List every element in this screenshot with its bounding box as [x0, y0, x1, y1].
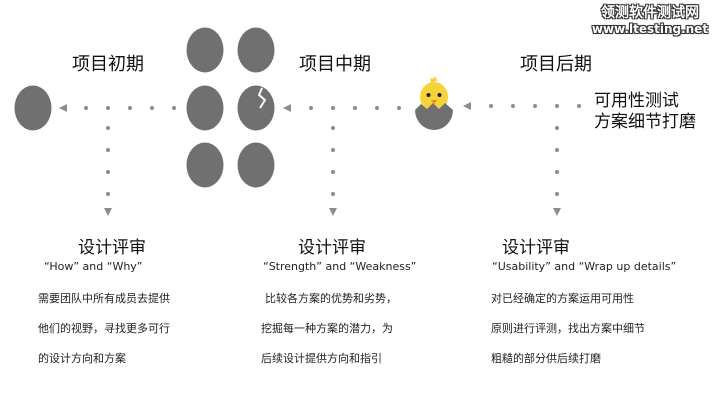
phase-title-early: 项目初期	[72, 54, 144, 75]
watermark-title: 领测软件测试网	[601, 5, 699, 21]
arrow-down-icon	[553, 208, 561, 216]
watermark-url: www.ltesting.net	[591, 22, 709, 36]
connector-late	[463, 102, 581, 110]
phase-title-middle: 项目中期	[299, 54, 371, 75]
egg-icon	[14, 85, 52, 131]
section-title-middle: 设计评审	[298, 238, 366, 258]
arrow-left-icon	[59, 104, 67, 112]
desc-late-line1: 对已经确定的方案运用可用性	[491, 292, 634, 305]
desc-middle-line2: 挖掘每一种方案的潜力，为	[261, 322, 393, 335]
egg-icon	[237, 27, 275, 73]
desc-middle-line1: 比较各方案的优势和劣势，	[265, 292, 397, 305]
final-label-line1: 可用性测试	[594, 91, 679, 111]
egg-icon	[186, 85, 224, 131]
drop-early	[104, 126, 112, 216]
section-title-late: 设计评审	[502, 238, 570, 258]
subtitle-early: “How” and “Why”	[44, 260, 143, 273]
desc-early-line3: 的设计方向和方案	[38, 352, 126, 365]
final-label: 可用性测试 方案细节打磨	[594, 91, 696, 133]
subtitle-middle: “Strength” and “Weakness”	[263, 260, 417, 273]
desc-middle-line3: 后续设计提供方向和指引	[261, 352, 382, 365]
arrow-down-icon	[104, 208, 112, 216]
drop-late	[553, 126, 561, 216]
connector-middle	[283, 104, 401, 112]
arrow-left-icon	[283, 104, 291, 112]
final-label-line2: 方案细节打磨	[594, 112, 696, 132]
desc-late-line2: 原则进行评测，找出方案中细节	[491, 322, 645, 335]
connector-early	[59, 104, 176, 112]
egg-icon	[186, 142, 224, 188]
desc-late-line3: 粗糙的部分供后续打磨	[491, 352, 601, 365]
egg-icon	[186, 27, 224, 73]
egg-icon	[237, 142, 275, 188]
section-title-early: 设计评审	[78, 238, 146, 258]
desc-early-line2: 他们的视野，寻找更多可行	[38, 322, 170, 335]
drop-middle	[329, 126, 337, 216]
arrow-left-icon	[463, 102, 471, 110]
phase-title-late: 项目后期	[520, 54, 592, 75]
subtitle-late: “Usability” and “Wrap up details”	[492, 260, 677, 273]
desc-early-line1: 需要团队中所有成员去提供	[38, 292, 170, 305]
arrow-down-icon	[329, 208, 337, 216]
cracked-egg-icon	[237, 85, 275, 131]
watermark: 领测软件测试网 www.ltesting.net	[590, 4, 710, 37]
hatching-chick-icon	[415, 76, 453, 130]
